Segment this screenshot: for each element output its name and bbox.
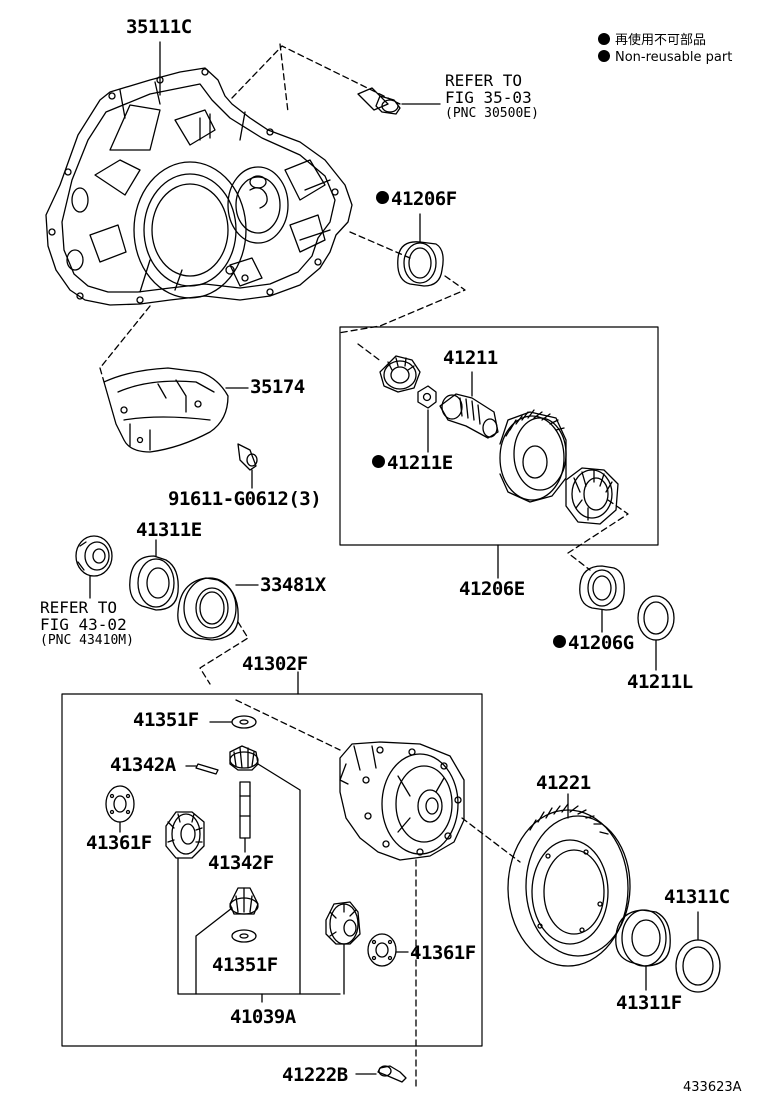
ring-gear-41221 [507, 803, 631, 967]
part-label-41302f[interactable]: 41302F [242, 653, 308, 675]
part-label-91611[interactable]: 91611-G0612(3) [168, 488, 322, 510]
legend-line-en: Non-reusable part [598, 50, 732, 65]
reference-note-fig43: REFER TO FIG 43-02 (PNC 43410M) [40, 598, 134, 648]
part-label-41222b[interactable]: 41222B [282, 1064, 348, 1086]
part-label-41211[interactable]: 41211 [443, 347, 498, 369]
bearing-33481x [177, 577, 239, 641]
bolt-41222b [377, 1065, 407, 1083]
part-label-41211e[interactable]: 41211E [372, 454, 453, 473]
non-reusable-dot-icon [372, 455, 385, 468]
non-reusable-dot-icon [376, 191, 389, 204]
part-label-41351f-top[interactable]: 41351F [133, 709, 199, 731]
seal-41311c [675, 939, 721, 993]
bearing-race-41206f [397, 241, 444, 287]
shim-41211l [637, 595, 675, 641]
part-label-41206g[interactable]: 41206G [553, 634, 634, 653]
legend-line-jp: 再使用不可部品 [598, 29, 706, 48]
drive-gear [499, 409, 567, 503]
taper-bearing-small [379, 355, 421, 393]
part-label-41211l[interactable]: 41211L [627, 671, 693, 693]
part-label-41361f-left[interactable]: 41361F [86, 832, 152, 854]
part-label-41351f-bottom[interactable]: 41351F [212, 954, 278, 976]
part-label-41361f-right[interactable]: 41361F [410, 942, 476, 964]
part-label-41311e[interactable]: 41311E [136, 519, 202, 541]
side-gear-right [325, 901, 361, 945]
bearing-race-41206g [579, 565, 625, 611]
part-label-33481x[interactable]: 33481X [260, 574, 326, 596]
part-label-41311f[interactable]: 41311F [616, 992, 682, 1014]
non-reusable-dot-icon [553, 635, 566, 648]
side-gear-left [165, 811, 205, 859]
washer-41361f-right [367, 933, 397, 967]
part-label-41221[interactable]: 41221 [536, 772, 591, 794]
part-label-41206f[interactable]: 41206F [376, 190, 457, 209]
oil-shield-35174 [103, 367, 229, 453]
pin-41342a [195, 763, 219, 775]
part-label-35111c[interactable]: 35111C [126, 16, 192, 38]
non-reusable-dot-icon [598, 50, 610, 62]
bearing-41311e [129, 555, 179, 611]
washer-41351f-top [231, 715, 257, 729]
bearing-41311f [615, 909, 671, 967]
bolt-91611 [237, 443, 258, 471]
part-label-41039a[interactable]: 41039A [230, 1006, 296, 1028]
oil-seal-ref [75, 535, 113, 577]
reference-note-fig35: REFER TO FIG 35-03 (PNC 30500E) [445, 71, 539, 121]
pinion-shaft-41211 [439, 393, 499, 439]
part-label-41342a[interactable]: 41342A [110, 754, 176, 776]
part-label-35174[interactable]: 35174 [250, 376, 305, 398]
pinion-gear-top [229, 745, 259, 771]
pinion-shaft-41342f [239, 781, 251, 839]
diagram-code: 433623A [683, 1080, 742, 1095]
taper-bearing-large [565, 467, 619, 525]
part-label-41311c[interactable]: 41311C [664, 886, 730, 908]
non-reusable-dot-icon [598, 33, 610, 45]
nut-41211e [417, 385, 437, 409]
housing-bolt [357, 87, 401, 115]
part-label-41342f[interactable]: 41342F [208, 852, 274, 874]
part-label-41206e[interactable]: 41206E [459, 578, 525, 600]
transaxle-housing [45, 67, 353, 306]
washer-41361f-left [105, 785, 135, 823]
washer-41351f-bottom [231, 929, 257, 943]
pinion-gear-bottom [229, 887, 259, 915]
differential-case [339, 741, 465, 861]
